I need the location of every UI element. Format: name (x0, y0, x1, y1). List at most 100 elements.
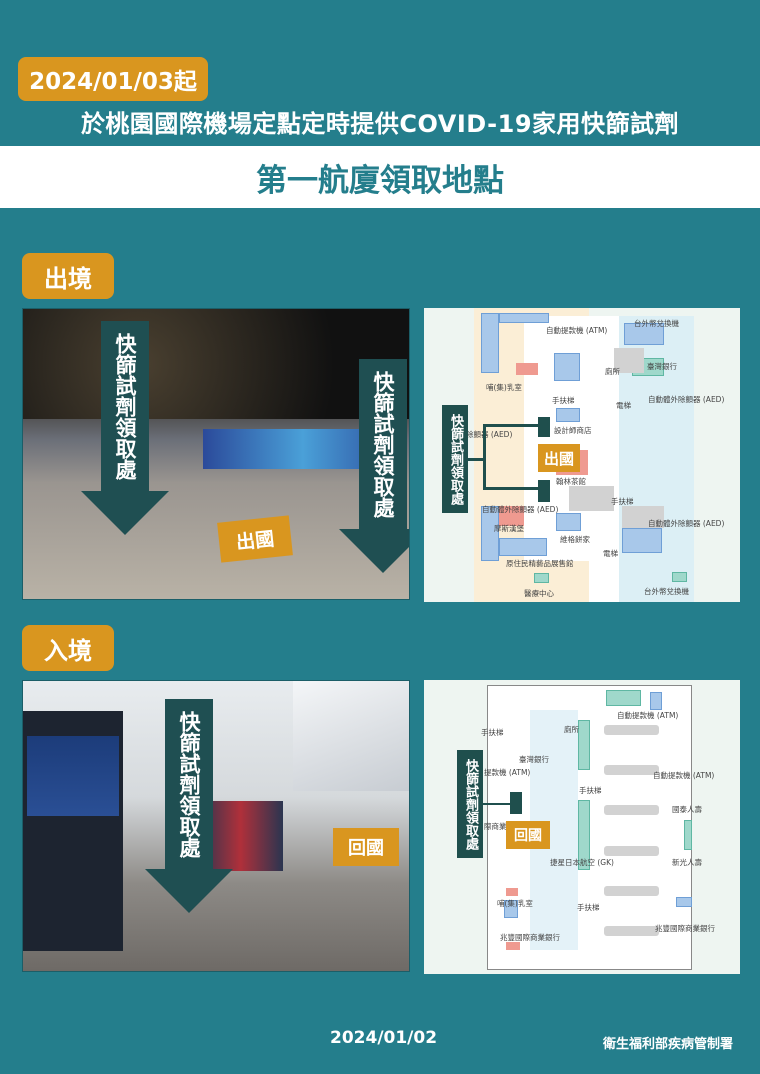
shop (504, 900, 518, 918)
map-label: 手扶梯 (611, 497, 634, 506)
departure-map: 自動提款機 (ATM) 台外幣兌換機 臺灣銀行 廁所 哺(集)乳室 手扶梯 電梯… (424, 308, 740, 602)
shop (516, 363, 538, 375)
shop (676, 897, 692, 907)
shop (604, 765, 659, 775)
shop (481, 506, 499, 561)
shop (506, 888, 518, 896)
map-label: 手扶梯 (579, 786, 602, 795)
map-label: 翰林茶館 (556, 477, 586, 486)
organization: 衛生福利部疾病管制署 (603, 1037, 734, 1052)
map-label: 臺灣銀行 (519, 755, 549, 764)
map-label: 台外幣兌換機 (634, 319, 679, 328)
departure-tag: 出國 (217, 515, 293, 563)
arrival-tag: 回國 (333, 828, 399, 866)
shop (604, 886, 659, 896)
shop (534, 573, 549, 583)
pickup-marker (510, 792, 522, 814)
arrival-map: 自動提款機 (ATM) 手扶梯 廁所 臺灣銀行 提款機 (ATM) 自動提款機 … (424, 680, 740, 974)
map-label: 電梯 (616, 401, 631, 410)
callout-line (468, 458, 484, 461)
arrow-down-icon (145, 869, 233, 913)
flight-board (27, 736, 119, 816)
map-label: 自動提款機 (ATM) (617, 711, 679, 720)
shop (622, 528, 662, 553)
shop (569, 486, 614, 511)
map-label: 摩斯漢堡 (494, 524, 524, 533)
arrow-label: 快篩試劑領取處 (359, 359, 407, 529)
map-label: 哺(集)乳室 (486, 383, 522, 392)
map-label: 兆豐國際商業銀行 (500, 933, 560, 942)
shop (604, 846, 659, 856)
section-label-departure: 出境 (22, 253, 114, 299)
pickup-callout: 快篩試劑領取處 (457, 750, 483, 858)
arrival-photo: 快篩試劑領取處 回國 (22, 680, 410, 972)
map-label: 自動體外除顫器 (AED) (648, 395, 725, 404)
shop (606, 690, 641, 706)
shop (614, 348, 644, 373)
shop (624, 323, 664, 345)
section-label-arrival: 入境 (22, 625, 114, 671)
map-label: 國泰人壽 (672, 805, 702, 814)
map-label: 手扶梯 (552, 396, 575, 405)
shop (684, 820, 692, 850)
pickup-marker (538, 417, 550, 437)
shop (650, 692, 662, 710)
arrow-label: 快篩試劑領取處 (165, 699, 213, 869)
shop (556, 408, 580, 422)
arrival-map-tag: 回國 (506, 821, 550, 849)
map-label: 原住民精藝品展售館 (506, 559, 574, 568)
map-label: 哺(集)乳室 (497, 899, 533, 908)
shop (604, 725, 659, 735)
map-label: 自動提款機 (ATM) (546, 326, 608, 335)
map-label: 兆豐國際商業銀行 (655, 924, 715, 933)
map-label: 自動體外除顫器 (AED) (648, 519, 725, 528)
pickup-callout: 快篩試劑領取處 (442, 405, 468, 513)
map-label: 提款機 (ATM) (484, 768, 531, 777)
arrow-down-icon (81, 491, 169, 535)
shop (622, 506, 664, 528)
pickup-marker (538, 480, 550, 502)
ceiling-lights (23, 309, 409, 419)
shop (506, 942, 520, 950)
pickup-arrow: 快篩試劑領取處 (339, 359, 409, 573)
shop (556, 513, 581, 531)
departure-photo: 快篩試劑領取處 快篩試劑領取處 出國 (22, 308, 410, 600)
map-label: 際商業 (484, 822, 507, 831)
ceiling (293, 681, 409, 791)
map-label: 新光人壽 (672, 858, 702, 867)
map-label: 醫療中心 (524, 589, 554, 598)
shop (481, 313, 499, 373)
shop (499, 538, 547, 556)
map-label: 維格餅家 (560, 535, 590, 544)
map-label: 手扶梯 (577, 903, 600, 912)
shop (578, 720, 590, 770)
pickup-bracket (483, 424, 539, 490)
map-label: 自動提款機 (ATM) (653, 771, 715, 780)
map-label: 電梯 (603, 549, 618, 558)
arrow-down-icon (339, 529, 409, 573)
map-label: 臺灣銀行 (647, 362, 677, 371)
shop (672, 572, 687, 582)
map-label: 除顫器 (AED) (466, 430, 513, 439)
map-label: 廁所 (605, 367, 620, 376)
shop (499, 313, 549, 323)
callout-line (483, 803, 510, 805)
shop (554, 353, 580, 381)
shop (578, 800, 590, 870)
arrow-label: 快篩試劑領取處 (101, 321, 149, 491)
pickup-arrow: 快篩試劑領取處 (81, 321, 169, 535)
shop (499, 506, 524, 526)
map-label: 設計師商店 (554, 426, 592, 435)
page-title: 第一航廈領取地點 (0, 146, 760, 208)
map-label: 廁所 (564, 725, 579, 734)
pickup-arrow: 快篩試劑領取處 (145, 699, 233, 913)
map-label: 捷星日本航空 (GK) (550, 858, 614, 867)
map-label: 手扶梯 (481, 728, 504, 737)
shop (604, 805, 659, 815)
date-badge: 2024/01/03起 (18, 57, 208, 101)
departure-map-tag: 出國 (538, 444, 580, 472)
headline: 於桃園國際機場定點定時提供COVID-19家用快篩試劑 (80, 110, 680, 138)
map-label: 自動體外除顫器 (AED) (482, 505, 559, 514)
map-label: 台外幣兌換機 (644, 587, 689, 596)
shop (604, 926, 659, 936)
